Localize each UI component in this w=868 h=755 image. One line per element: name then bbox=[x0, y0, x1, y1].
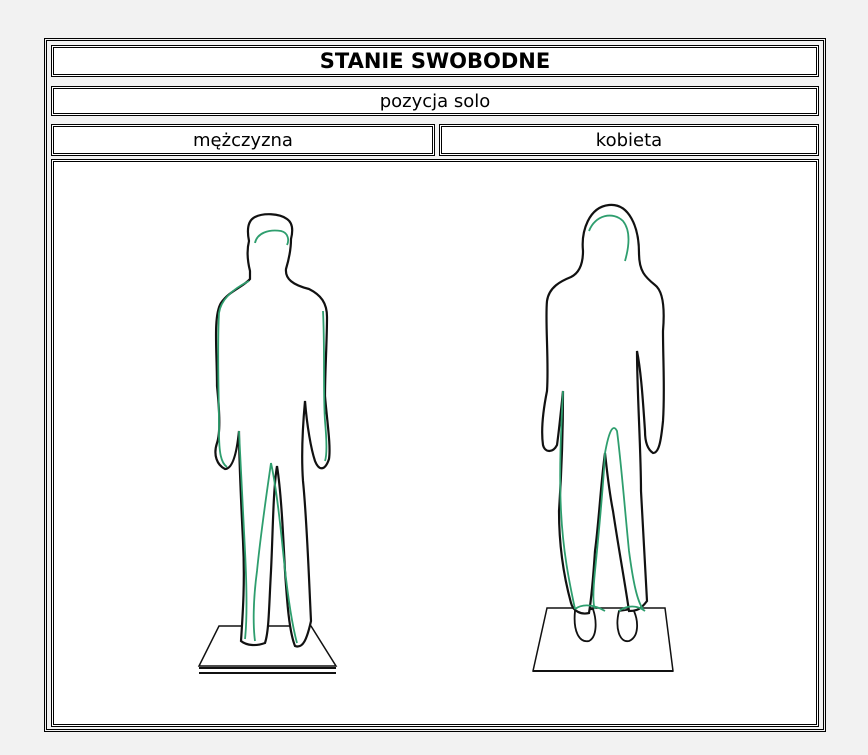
pose-illustration bbox=[143, 191, 738, 699]
column-header-female: kobieta bbox=[439, 124, 819, 156]
pose-table: STANIE SWOBODNE pozycja solo mężczyzna k… bbox=[44, 38, 826, 732]
table-subtitle: pozycja solo bbox=[51, 86, 819, 116]
figure-cell bbox=[51, 159, 819, 727]
column-header-male: mężczyzna bbox=[51, 124, 435, 156]
female-platform bbox=[533, 608, 673, 671]
male-figure-outline bbox=[215, 214, 329, 646]
pose-svg bbox=[143, 191, 738, 699]
female-figure-outline bbox=[542, 205, 664, 614]
table-title: STANIE SWOBODNE bbox=[51, 45, 819, 77]
